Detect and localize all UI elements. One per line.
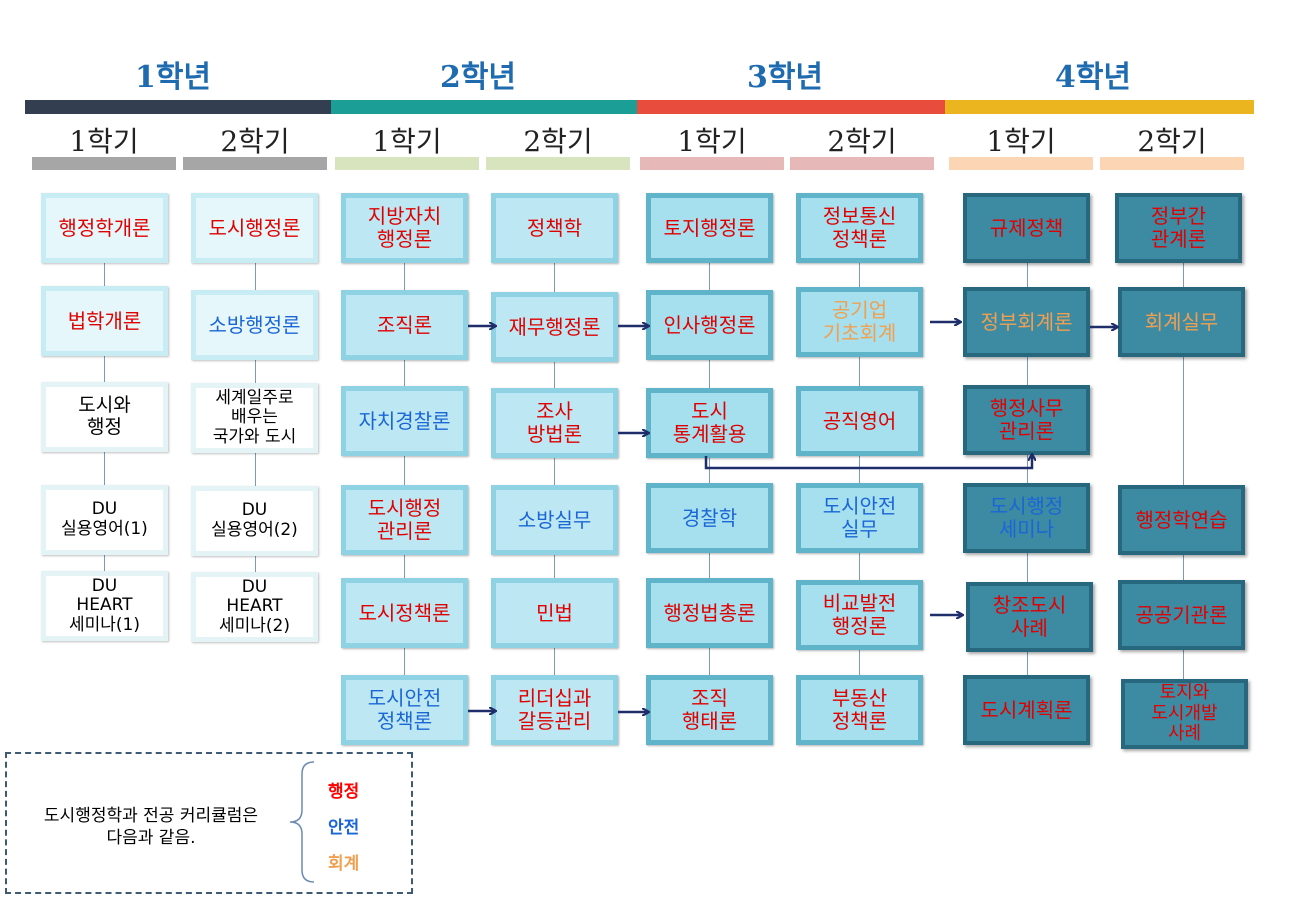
semester-bar bbox=[790, 157, 934, 170]
course-box: 토지행정론 bbox=[646, 193, 773, 263]
course-box: DU HEART 세미나(1) bbox=[41, 571, 168, 641]
course-box: 자치경찰론 bbox=[341, 386, 468, 456]
column-connector-line bbox=[404, 262, 405, 676]
year-2-bar bbox=[331, 100, 637, 114]
semester-header: 1학기 bbox=[372, 125, 442, 158]
course-box: 회계실무 bbox=[1118, 287, 1245, 357]
course-box: 리더십과 갈등관리 bbox=[491, 675, 618, 745]
year-1-header: 1학년 bbox=[134, 60, 212, 95]
legend-box bbox=[5, 752, 413, 894]
semester-header: 2학기 bbox=[220, 125, 290, 158]
course-box: 조사 방법론 bbox=[491, 388, 618, 458]
course-box: 민법 bbox=[491, 578, 618, 648]
legend-brace bbox=[289, 761, 315, 883]
semester-bar bbox=[183, 157, 327, 170]
course-box: 정부간 관계론 bbox=[1115, 193, 1242, 263]
course-box: 조직론 bbox=[341, 290, 468, 360]
legend-item-admin: 행정 bbox=[328, 782, 360, 802]
year-4-header: 4학년 bbox=[1054, 60, 1132, 95]
course-box: 규제정책 bbox=[963, 193, 1090, 263]
year-4-bar bbox=[945, 100, 1254, 114]
course-box: 도시행정 관리론 bbox=[341, 485, 468, 555]
course-box: 소방실무 bbox=[491, 485, 618, 555]
course-box: 조직 행태론 bbox=[646, 675, 773, 745]
course-box: 정부회계론 bbox=[963, 287, 1090, 357]
semester-header: 2학기 bbox=[827, 125, 897, 158]
course-box: 행정학연습 bbox=[1118, 485, 1245, 555]
course-box: DU 실용영어(1) bbox=[41, 485, 168, 555]
course-box: 경찰학 bbox=[646, 483, 773, 553]
course-box: 정책학 bbox=[491, 193, 618, 263]
course-box: 창조도시 사례 bbox=[966, 582, 1093, 652]
course-box: 공공기관론 bbox=[1118, 580, 1245, 650]
course-box: 행정학개론 bbox=[41, 193, 168, 263]
course-box: 공기업 기초회계 bbox=[796, 287, 923, 357]
semester-header: 1학기 bbox=[677, 125, 747, 158]
course-box: 도시행정론 bbox=[191, 193, 318, 263]
year-3-header: 3학년 bbox=[746, 60, 824, 95]
semester-bar bbox=[335, 157, 479, 170]
course-box: 지방자치 행정론 bbox=[341, 193, 468, 263]
legend-description: 도시행정학과 전공 커리큘럼은 다음과 같음. bbox=[43, 806, 259, 849]
course-box: 도시행정 세미나 bbox=[963, 483, 1090, 553]
course-box: DU 실용영어(2) bbox=[191, 486, 318, 556]
course-box: 토지와 도시개발 사례 bbox=[1121, 679, 1248, 749]
course-box: 도시정책론 bbox=[341, 578, 468, 648]
year-2-header: 2학년 bbox=[439, 60, 517, 95]
course-box: 행정법총론 bbox=[646, 578, 773, 648]
course-box: 공직영어 bbox=[796, 386, 923, 456]
course-box: 비교발전 행정론 bbox=[796, 580, 923, 650]
column-connector-line bbox=[554, 262, 555, 676]
semester-bar bbox=[1100, 157, 1244, 170]
legend-item-safety: 안전 bbox=[328, 818, 360, 838]
course-box: 도시 통계활용 bbox=[646, 388, 773, 458]
semester-bar bbox=[32, 157, 176, 170]
arrow bbox=[704, 455, 1032, 470]
column-connector-line bbox=[1183, 262, 1184, 680]
course-box: 부동산 정책론 bbox=[796, 675, 923, 745]
course-box: 정보통신 정책론 bbox=[796, 193, 923, 263]
year-1-bar bbox=[25, 100, 331, 114]
course-box: 도시안전 실무 bbox=[796, 483, 923, 553]
course-box: 세계일주로 배우는 국가와 도시 bbox=[191, 383, 318, 453]
semester-bar bbox=[949, 157, 1093, 170]
course-box: 도시계획론 bbox=[963, 675, 1090, 745]
course-box: 법학개론 bbox=[41, 286, 168, 356]
course-box: 행정사무 관리론 bbox=[963, 385, 1090, 455]
semester-bar bbox=[640, 157, 784, 170]
semester-header: 2학기 bbox=[1137, 125, 1207, 158]
legend-item-accounting: 회계 bbox=[328, 854, 360, 874]
course-box: 소방행정론 bbox=[191, 290, 318, 360]
semester-bar bbox=[486, 157, 630, 170]
semester-header: 1학기 bbox=[69, 125, 139, 158]
year-3-bar bbox=[637, 100, 945, 114]
semester-header: 1학기 bbox=[986, 125, 1056, 158]
course-box: 도시안전 정책론 bbox=[341, 675, 468, 745]
course-box: DU HEART 세미나(2) bbox=[191, 572, 318, 642]
semester-header: 2학기 bbox=[523, 125, 593, 158]
course-box: 도시와 행정 bbox=[41, 382, 168, 452]
